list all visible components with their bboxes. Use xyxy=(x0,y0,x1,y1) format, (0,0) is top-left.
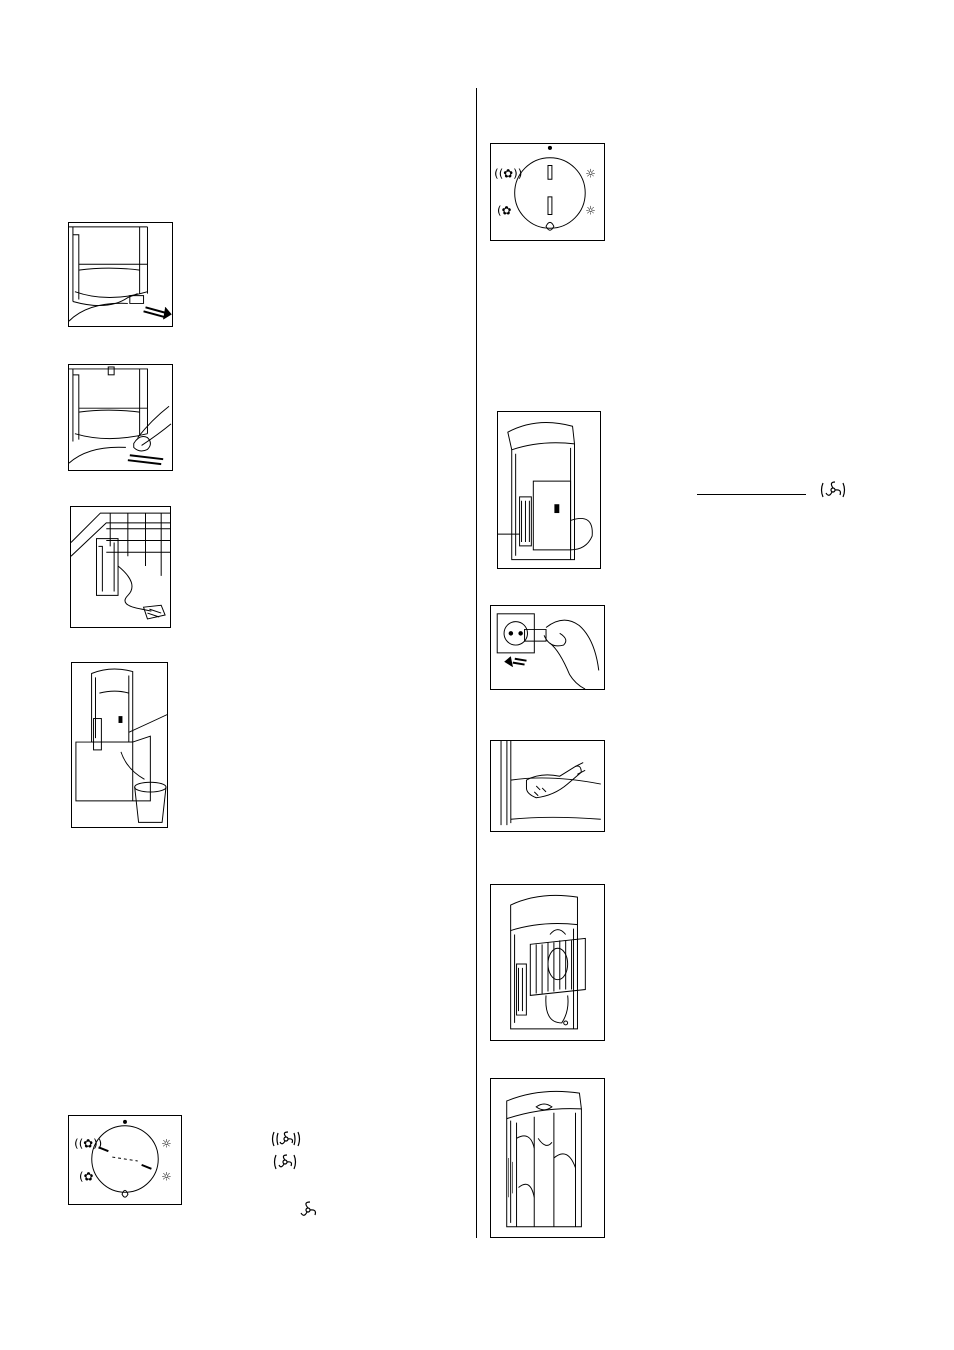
fig-unplug xyxy=(490,605,605,690)
column-divider xyxy=(476,88,477,1238)
svg-text:((✿)): ((✿)) xyxy=(74,1136,102,1150)
fig-knob-left: ((✿)) (✿ ☼ ☼ xyxy=(68,1115,182,1205)
fig-hand-panel xyxy=(490,740,605,832)
fig-knob-right: ((✿)) (✿ ☼ ☼ xyxy=(490,143,605,241)
svg-text:☼: ☼ xyxy=(161,1136,172,1150)
fig-unit-covered xyxy=(490,1078,605,1238)
svg-text:((✿)): ((✿)) xyxy=(494,166,522,180)
fig-drain-hose-pull xyxy=(68,222,173,327)
fig-drain-plug-remove xyxy=(68,364,173,471)
fan-strong-icon xyxy=(270,1130,302,1148)
fan-icon xyxy=(297,1200,319,1220)
svg-text:☼: ☼ xyxy=(161,1170,172,1184)
fan-icon xyxy=(819,480,847,500)
underline-rule xyxy=(697,494,806,495)
fig-unit-bucket-drain xyxy=(71,662,168,828)
svg-text:(✿: (✿ xyxy=(79,1170,94,1184)
fig-unit-filter-out xyxy=(490,884,605,1041)
svg-text:(✿: (✿ xyxy=(497,204,512,218)
fig-unit-floor-drain xyxy=(70,506,171,628)
svg-text:☼: ☼ xyxy=(585,204,596,218)
svg-text:☼: ☼ xyxy=(585,166,596,180)
fan-weak-icon xyxy=(272,1153,298,1171)
fig-unit-rear-filter xyxy=(497,411,601,569)
